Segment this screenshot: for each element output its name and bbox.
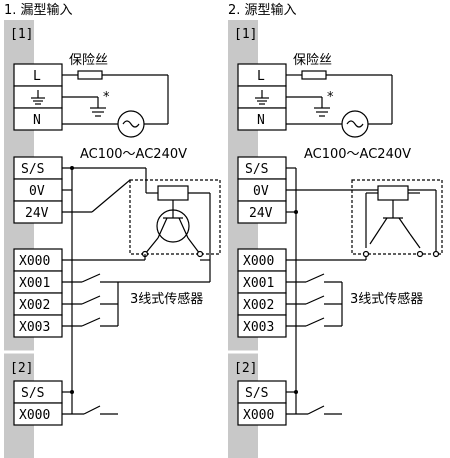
switch-icon <box>307 405 325 415</box>
sensor-load-icon <box>377 185 409 201</box>
block-label-1: [1] <box>10 27 33 42</box>
terminal-ss-label: S/S <box>21 162 44 177</box>
sensor-box <box>129 179 221 255</box>
block-label-1: [1] <box>234 27 257 42</box>
panel-title: 2. 源型输入 <box>228 2 297 18</box>
ac-label: AC100～AC240V <box>304 147 411 162</box>
terminal-x000-label: X000 <box>19 254 50 269</box>
switch-icon <box>305 317 325 327</box>
terminal-b2-ss-label: S/S <box>245 386 268 401</box>
switch-icon <box>81 273 101 283</box>
sensor-load-icon <box>157 185 189 201</box>
block-label-2: [2] <box>234 361 257 376</box>
switch-icon <box>83 405 101 415</box>
terminal-x003-label: X003 <box>19 320 50 335</box>
sensor-label: 3线式传感器 <box>350 291 423 307</box>
fuse-label: 保险丝 <box>69 53 108 68</box>
fuse-icon <box>77 70 103 80</box>
terminal-n <box>13 107 63 131</box>
terminal-ss-label: S/S <box>245 162 268 177</box>
sensor-label: 3线式传感器 <box>130 291 203 307</box>
terminal-n-label: N <box>257 113 265 128</box>
terminal-l-label: L <box>257 69 265 84</box>
ground-mark: * <box>327 90 334 105</box>
terminal-24v-label: 24V <box>25 206 49 221</box>
switch-icon <box>81 295 101 305</box>
switch-icon <box>81 317 101 327</box>
terminal-x000-label: X000 <box>243 254 274 269</box>
terminal-n <box>237 107 287 131</box>
ground-icon <box>255 90 269 105</box>
terminal-x001-label: X001 <box>19 276 50 291</box>
fuse-icon <box>301 70 327 80</box>
panel-sink-input: 1. 漏型输入 [1] [2] L N 保险丝 * <box>4 2 221 458</box>
terminal-0v-label: 0V <box>253 184 269 199</box>
fuse-label: 保险丝 <box>293 53 332 68</box>
terminal-x003-label: X003 <box>243 320 274 335</box>
panel-source-input: 2. 源型输入 [1] [2] L N 保险丝 * <box>228 2 443 458</box>
terminal-n-label: N <box>33 113 41 128</box>
ac-label: AC100～AC240V <box>80 147 187 162</box>
terminal-x002-label: X002 <box>243 298 274 313</box>
earth-ground-icon <box>314 107 330 117</box>
terminal-24v-label: 24V <box>249 206 273 221</box>
terminal-b2-ss-label: S/S <box>21 386 44 401</box>
block-label-2: [2] <box>10 361 33 376</box>
ground-mark: * <box>103 90 110 105</box>
terminal-b2-x000-label: X000 <box>243 408 274 423</box>
switch-icon <box>305 273 325 283</box>
sensor-box <box>351 179 443 255</box>
switch-icon <box>305 295 325 305</box>
terminal-x001-label: X001 <box>243 276 274 291</box>
earth-ground-icon <box>90 107 106 117</box>
ground-icon <box>31 90 45 105</box>
terminal-b2-x000-label: X000 <box>19 408 50 423</box>
terminal-x002-label: X002 <box>19 298 50 313</box>
terminal-l-label: L <box>33 69 41 84</box>
terminal-0v-label: 0V <box>29 184 45 199</box>
transistor-icon <box>369 200 421 249</box>
panel-title: 1. 漏型输入 <box>4 2 73 18</box>
